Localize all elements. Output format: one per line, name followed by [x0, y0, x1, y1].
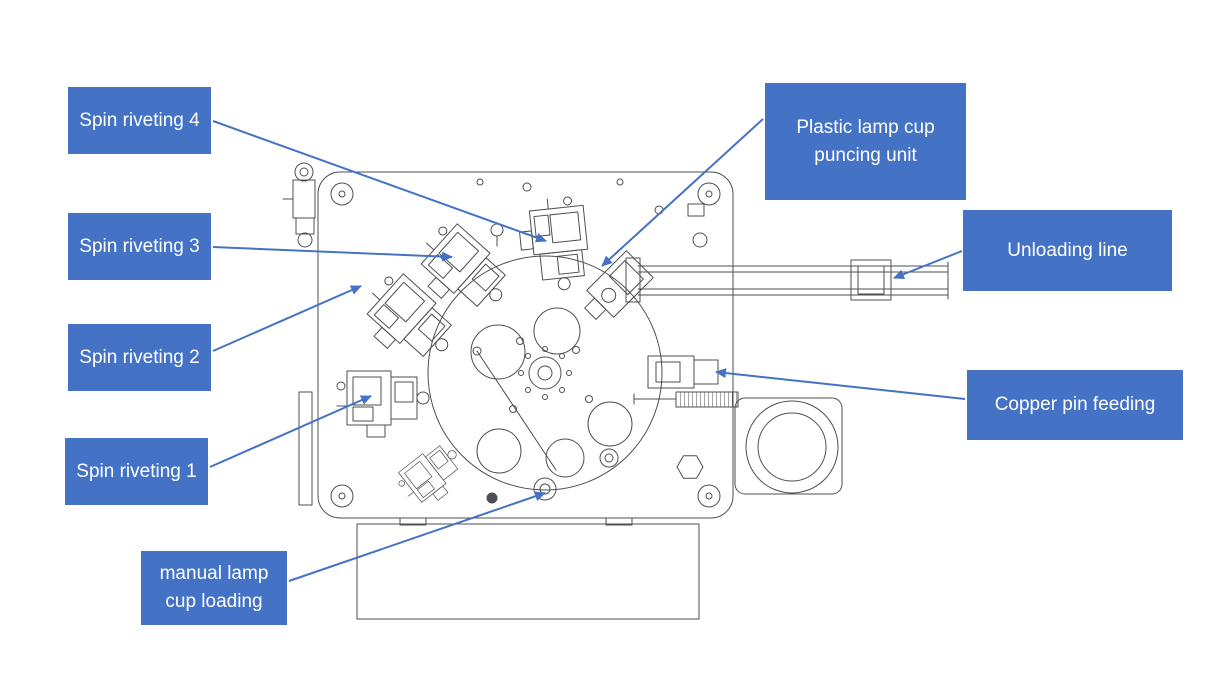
label-spin-riveting-3: Spin riveting 3: [68, 213, 211, 280]
machine-drawing: [282, 162, 949, 620]
label-text: Copper pin feeding: [994, 394, 1156, 416]
spin-riveting-station-4: [515, 194, 593, 295]
label-spin-riveting-2: Spin riveting 2: [68, 324, 211, 391]
spin-riveting-station-2: [351, 266, 465, 379]
arrow-spin-riveting-1: [209, 395, 372, 468]
label-spin-riveting-1: Spin riveting 1: [65, 438, 208, 505]
label-copper-pin-feeding: Copper pin feeding: [967, 370, 1183, 440]
label-unloading-line: Unloading line: [963, 210, 1172, 291]
control-box: [356, 517, 700, 620]
arrow-manual-lamp-cup-loading: [288, 491, 546, 582]
label-manual-lamp-cup-loading: manual lamp cup loading: [141, 551, 287, 625]
bottom-left-fixture: [392, 436, 473, 514]
label-text: Spin riveting 2: [79, 346, 200, 368]
callout-arrows: [209, 118, 966, 582]
unloading-conveyor: [625, 257, 949, 303]
arrow-plastic-lamp-cup-puncing-unit: [601, 118, 764, 267]
vibratory-bowl: [734, 397, 843, 495]
arrow-spin-riveting-4: [212, 120, 547, 243]
label-spin-riveting-4: Spin riveting 4: [68, 87, 211, 154]
arrow-copper-pin-feeding: [715, 368, 966, 400]
label-text: manual lamp cup loading: [159, 563, 269, 612]
label-text: Spin riveting 4: [79, 109, 200, 131]
label-text: Spin riveting 1: [76, 460, 197, 482]
label-text: Unloading line: [1007, 239, 1128, 261]
arrow-unloading-line: [893, 250, 963, 279]
label-text: Plastic lamp cup puncing unit: [796, 116, 935, 166]
label-text: Spin riveting 3: [79, 235, 200, 257]
label-plastic-lamp-cup-puncing-unit: Plastic lamp cup puncing unit: [765, 83, 966, 200]
copper-pin-feeder: [633, 355, 739, 479]
misc-parts: [282, 162, 708, 506]
rotary-dial: [427, 255, 663, 504]
base-plate: [317, 171, 734, 519]
arrow-spin-riveting-2: [212, 285, 362, 352]
arrow-spin-riveting-3: [212, 246, 453, 262]
